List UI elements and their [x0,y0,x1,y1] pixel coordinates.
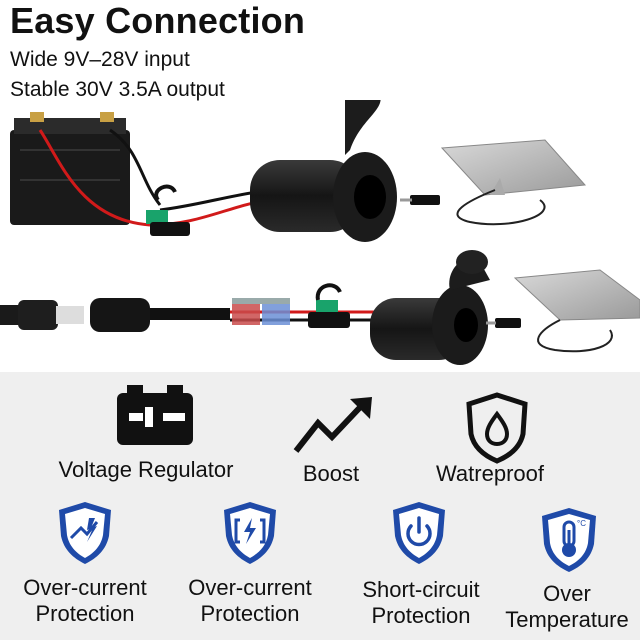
socket-upper [250,100,397,242]
solar-panel-upper [400,139,587,226]
product-illustration [0,100,640,365]
feature-voltage-regulator: Voltage Regulator [58,457,234,482]
feature-short-circuit: Short-circuit Protection [362,577,480,628]
output-spec-text: Stable 30V 3.5A output [10,78,225,101]
input-range-text: Wide 9V–28V input [10,48,190,71]
boost-arrow-icon [293,397,372,453]
overcurrent-shield-icon [59,502,111,564]
feature-boost: Boost [302,461,360,486]
battery-icon [117,385,193,445]
feature-panel [0,372,640,640]
page-title: Easy Connection [10,0,306,41]
cable-lower [0,283,430,332]
svg-text:°C: °C [577,519,586,528]
thermometer-shield-icon: °C [542,508,596,572]
socket-lower [370,250,490,365]
battery-image [10,112,130,225]
waterproof-shield-icon [466,392,528,464]
power-shield-icon [393,502,445,564]
feature-overcurrent-1: Over-current Protection [23,575,147,626]
circuit-shield-icon [224,502,276,564]
feature-overcurrent-2: Over-current Protection [188,575,312,626]
feature-over-temperature: Over Temperature [505,581,629,632]
feature-waterproof: Watreproof [435,461,544,486]
solar-panel-lower [486,269,640,353]
